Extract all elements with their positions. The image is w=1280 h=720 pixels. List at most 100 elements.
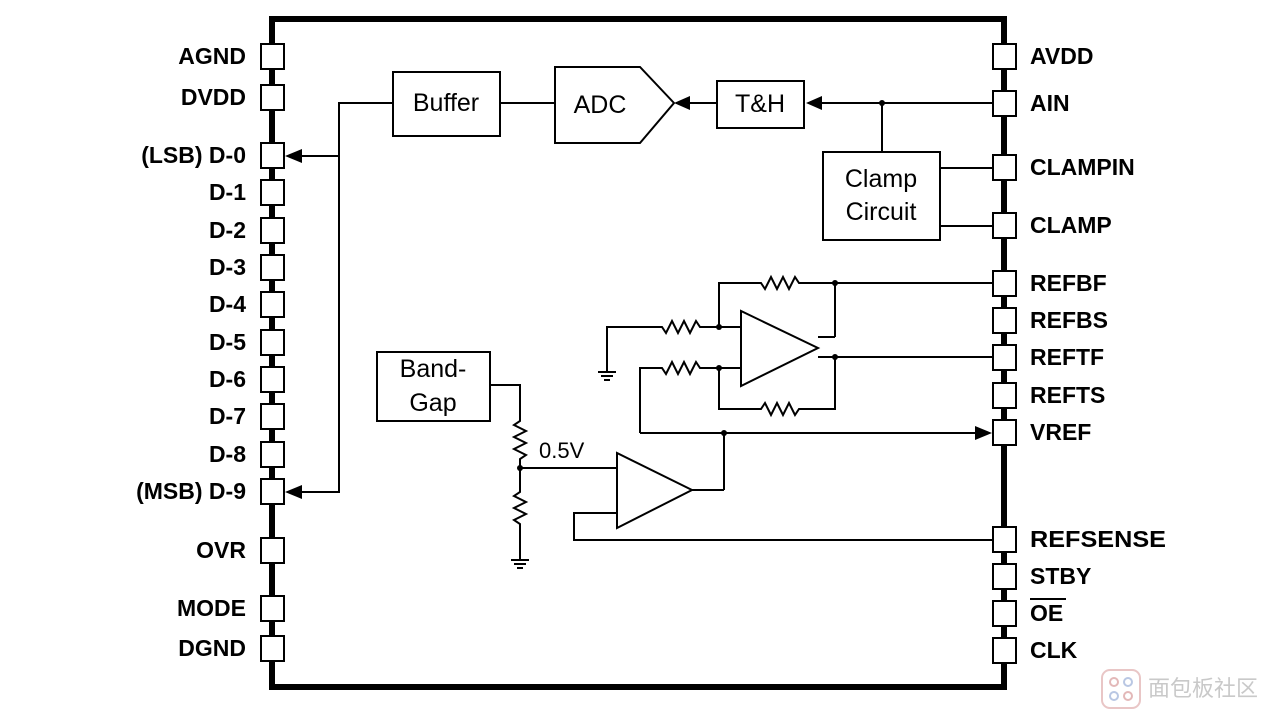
pin-pad (992, 344, 1017, 371)
pin-pad (992, 212, 1017, 239)
pin-label: DGND (178, 635, 246, 661)
watermark: 面包板社区 (1101, 669, 1258, 709)
pin-pad (992, 43, 1017, 70)
bandgap-label-line2: Gap (409, 389, 456, 417)
right-pin-oe: OE (992, 598, 1066, 627)
pin-pad (260, 43, 285, 70)
pin-pad (260, 403, 285, 430)
pin-pad (260, 217, 285, 244)
track-hold-label: T&H (735, 90, 785, 118)
right-pin-clamp: CLAMP (992, 212, 1112, 239)
pin-label: D-8 (209, 441, 246, 467)
right-pin-ain: AIN (992, 90, 1070, 117)
pin-label: D-4 (209, 291, 246, 317)
pin-label: D-2 (209, 217, 246, 243)
pin-label: D-5 (209, 329, 246, 355)
pin-pad (260, 537, 285, 564)
pin-label: CLK (1030, 637, 1078, 663)
pin-pad (260, 635, 285, 662)
left-pin-d8: D-8 (209, 441, 285, 468)
arrow-into-th (806, 96, 822, 110)
pin-label: OVR (196, 537, 246, 563)
left-pin-mode: MODE (177, 595, 285, 622)
pin-label: REFSENSE (1030, 526, 1166, 552)
bandgap-label-line1: Band- (400, 355, 467, 383)
arrow-to-vref (975, 426, 992, 440)
pin-pad (992, 154, 1017, 181)
pin-pad (260, 291, 285, 318)
left-pin-d4: D-4 (209, 291, 285, 318)
arrow-into-adc (674, 96, 690, 110)
pin-label: AIN (1030, 90, 1070, 116)
left-pin-d2: D-2 (209, 217, 285, 244)
junction-reftf (832, 354, 838, 360)
pin-pad (992, 600, 1017, 627)
pin-label: VREF (1030, 419, 1091, 445)
watermark-logo-icon (1101, 669, 1141, 709)
left-pin-dgnd: DGND (178, 635, 285, 662)
pin-label: D-7 (209, 403, 246, 429)
left-pin-d3: D-3 (209, 254, 285, 281)
pin-label: D-1 (209, 179, 246, 205)
pin-label: CLAMPIN (1030, 154, 1135, 180)
reference-amplifier (740, 309, 821, 388)
pin-pad (260, 84, 285, 111)
pin-pad (992, 270, 1017, 297)
left-pin-d5: D-5 (209, 329, 285, 356)
pin-pad (260, 366, 285, 393)
right-pin-avdd: AVDD (992, 43, 1093, 70)
right-pin-refbf: REFBF (992, 270, 1107, 297)
buffer-block (392, 71, 501, 137)
pin-pad (992, 90, 1017, 117)
voltage-label: 0.5V (539, 438, 585, 463)
pin-pad (260, 254, 285, 281)
pin-label: AGND (178, 43, 246, 69)
pin-pad (992, 563, 1017, 590)
left-pin-dvdd: DVDD (181, 84, 285, 111)
pin-label: DVDD (181, 84, 246, 110)
wire-refsense (573, 512, 993, 541)
pin-label: (MSB) D-9 (136, 478, 246, 504)
left-pin-d0: (LSB) D-0 (141, 142, 285, 169)
pin-pad (260, 441, 285, 468)
pin-label: REFBS (1030, 307, 1108, 333)
clamp-label-line2: Circuit (846, 198, 917, 226)
left-pin-d7: D-7 (209, 403, 285, 430)
right-pin-refts: REFTS (992, 382, 1105, 409)
wire-lower-input (639, 359, 741, 433)
adc-label: ADC (574, 91, 627, 119)
right-pin-clk: CLK (992, 637, 1078, 664)
right-pin-vref: VREF (992, 419, 1091, 446)
arrow-to-d9 (285, 485, 302, 499)
wire-divider-bottom (511, 484, 529, 560)
pin-pad (992, 526, 1017, 553)
pin-pad (260, 595, 285, 622)
pin-pad (992, 382, 1017, 409)
right-pin-refbs: REFBS (992, 307, 1108, 334)
track-hold-block (716, 80, 805, 129)
pin-label: (LSB) D-0 (141, 142, 246, 168)
left-pin-d1: D-1 (209, 179, 285, 206)
pin-label: D-6 (209, 366, 246, 392)
pin-label: D-3 (209, 254, 246, 280)
wire-divider-top (490, 384, 529, 484)
watermark-text: 面包板社区 (1148, 677, 1258, 702)
arrow-to-d0 (285, 149, 302, 163)
left-pin-ovr: OVR (196, 537, 285, 564)
pin-label: REFBF (1030, 270, 1107, 296)
wire-refbf (718, 274, 993, 327)
pin-pad (260, 179, 285, 206)
pin-pad (992, 307, 1017, 334)
buffer-label: Buffer (413, 89, 479, 117)
pin-label: STBY (1030, 563, 1091, 589)
pin-label: REFTS (1030, 382, 1105, 408)
right-pin-reftf: REFTF (992, 344, 1104, 371)
clamp-circuit-block (822, 151, 941, 241)
pin-pad (992, 419, 1017, 446)
pin-pad (992, 637, 1017, 664)
junction-upper-input (716, 324, 722, 330)
pin-label: CLAMP (1030, 212, 1112, 238)
pin-pad (260, 329, 285, 356)
wire-ground-resistor (606, 318, 741, 372)
